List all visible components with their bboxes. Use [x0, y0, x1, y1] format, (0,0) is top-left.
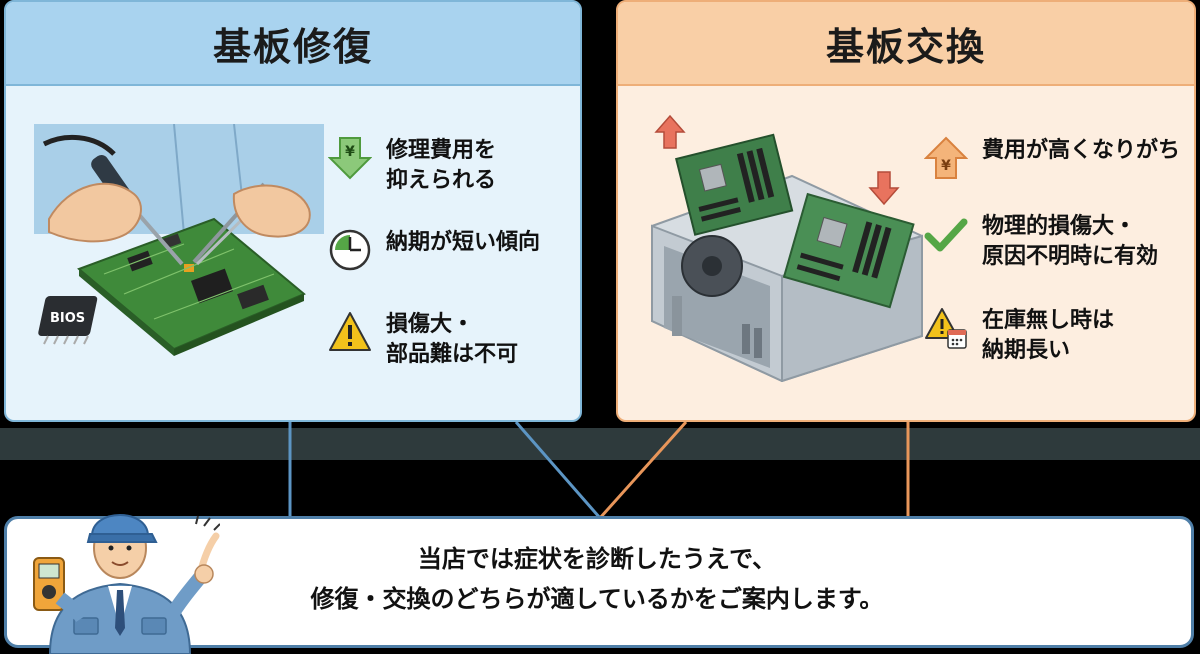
- replace-header: 基板交換: [618, 2, 1194, 86]
- repair-feature-cost-text: 修理費用を 抑えられる: [386, 138, 497, 193]
- replace-panel: 基板交換: [616, 0, 1196, 422]
- warning-icon: [329, 312, 371, 351]
- soldering-illustration: BIOS: [34, 124, 324, 356]
- replace-feature-stock-text: 在庫無し時は 納期長い: [982, 308, 1115, 363]
- down-arrow-icon: [868, 171, 900, 206]
- cost-down-arrow-icon: ¥: [328, 137, 372, 180]
- repair-feature-time-text: 納期が短い傾向: [386, 230, 541, 255]
- repair-feature-limit: 損傷大・ 部品難は不可: [328, 310, 518, 370]
- bios-chip-label: BIOS: [50, 311, 85, 326]
- repair-panel: 基板修復 BIOS: [4, 0, 582, 422]
- pc-case-illustration: [651, 114, 923, 382]
- checkmark-icon: [924, 218, 968, 252]
- repair-feature-limit-text: 損傷大・ 部品難は不可: [386, 312, 519, 367]
- repair-feature-time: 納期が短い傾向: [328, 228, 540, 272]
- repair-header: 基板修復: [6, 2, 580, 86]
- cost-up-arrow-icon: ¥: [924, 136, 968, 179]
- replace-feature-stock: 在庫無し時は 納期長い: [924, 306, 1114, 366]
- repair-title: 基板修復: [212, 24, 373, 69]
- repair-feature-cost: ¥ 修理費用を 抑えられる: [328, 136, 496, 196]
- replace-feature-cost-text: 費用が高くなりがち: [982, 138, 1181, 163]
- warning-calendar-icon: [925, 308, 967, 349]
- replace-feature-effective: 物理的損傷大・ 原因不明時に有効: [924, 212, 1158, 272]
- technician-illustration: [33, 514, 220, 654]
- guidance-text: 当店では症状を診断したうえで、 修復・交換のどちらが適しているかをご案内します。: [207, 539, 987, 619]
- svg-text:¥: ¥: [345, 144, 355, 160]
- guidance-line-2: 修復・交換のどちらが適しているかをご案内します。: [310, 585, 884, 613]
- replace-feature-cost: ¥ 費用が高くなりがち: [924, 136, 1180, 180]
- dark-band: [0, 428, 1200, 460]
- up-arrow-icon: [654, 114, 686, 149]
- svg-text:¥: ¥: [941, 158, 951, 174]
- clock-icon: [329, 229, 371, 271]
- replace-title: 基板交換: [825, 24, 986, 69]
- guidance-line-1: 当店では症状を診断したうえで、: [417, 545, 777, 573]
- replace-feature-effective-text: 物理的損傷大・ 原因不明時に有効: [982, 214, 1159, 269]
